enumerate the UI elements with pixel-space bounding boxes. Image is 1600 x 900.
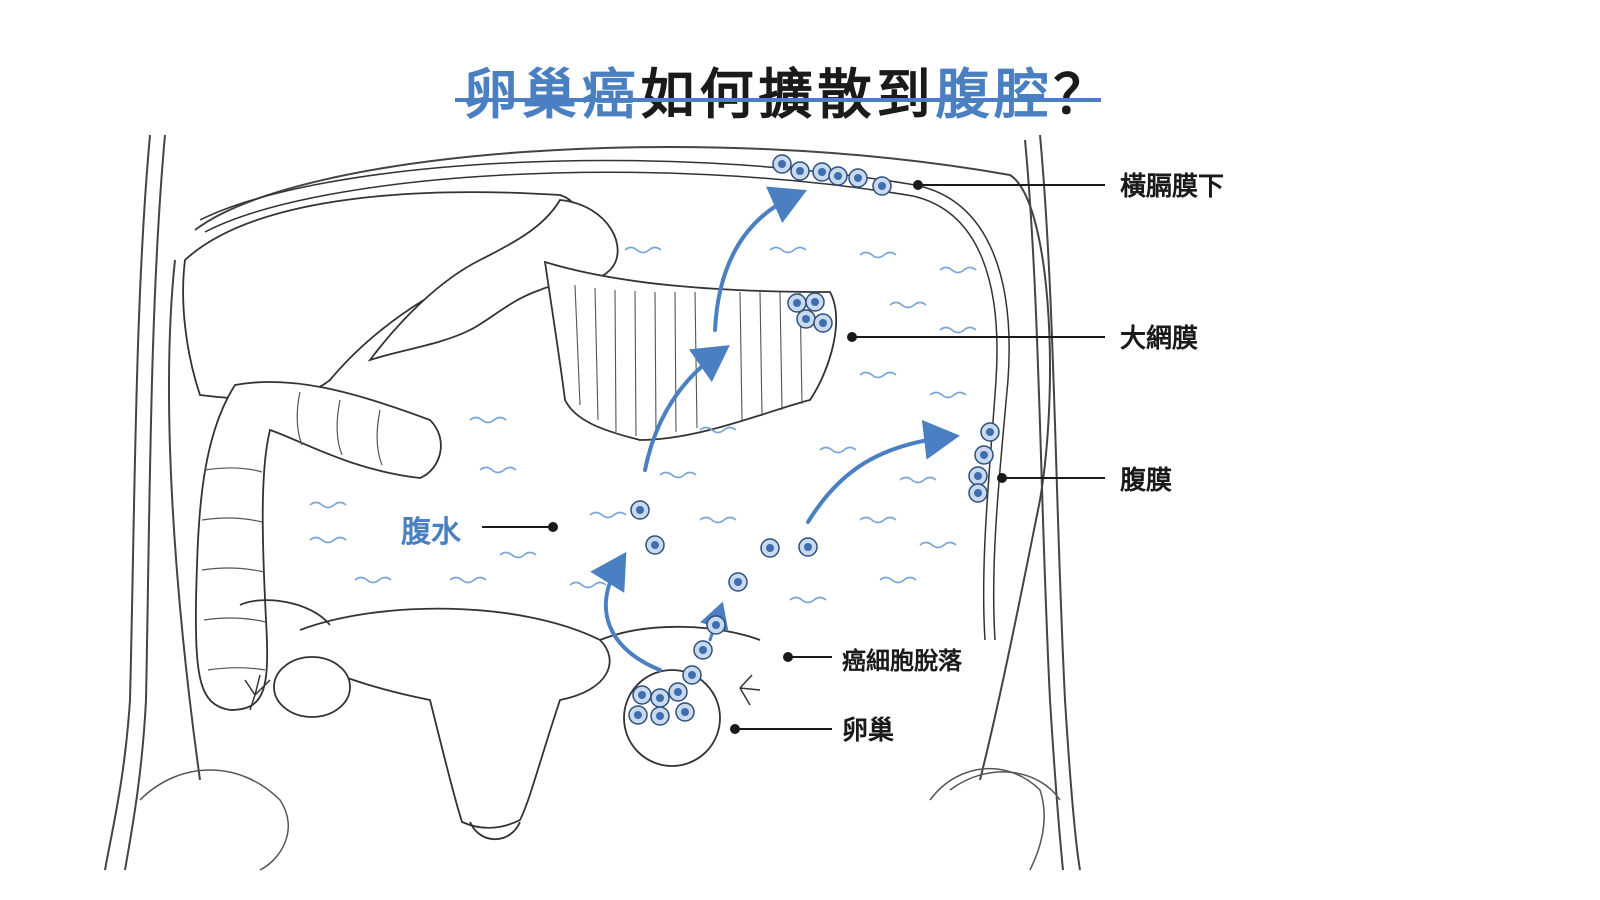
body-outline xyxy=(104,134,1081,871)
label-ascites: 腹水 xyxy=(401,515,461,550)
title-how-spread-to: 如何擴散到 xyxy=(640,63,936,127)
cancer-cells-diaphragm xyxy=(772,154,892,196)
arrow-omentum-to-diaphragm xyxy=(713,186,807,332)
arrow-to-peritoneum xyxy=(806,419,960,524)
page-title: 卵巢癌如何擴散到腹腔？ xyxy=(0,50,1576,129)
title-abdominal-cavity: 腹腔 xyxy=(935,63,1054,127)
title-ovarian-cancer: 卵巢癌 xyxy=(463,63,641,127)
peritoneum-lining xyxy=(199,159,1010,641)
label-subdiaphragm: 橫膈膜下 xyxy=(1120,172,1225,202)
label-omentum: 大網膜 xyxy=(1120,324,1199,354)
title-underline xyxy=(455,98,1101,102)
cancer-cells-floating xyxy=(630,500,818,660)
spread-arrows xyxy=(590,186,960,672)
leader-lines xyxy=(482,180,1105,734)
cancer-cells-peritoneum xyxy=(968,422,1000,503)
label-shedding: 癌細胞脫落 xyxy=(842,647,962,675)
ascites-waves xyxy=(309,246,977,604)
label-ovary: 卵巢 xyxy=(842,716,895,746)
arrow-ascites-to-omentum xyxy=(643,345,730,472)
title-question-mark: ？ xyxy=(1053,63,1113,127)
left-fimbriae xyxy=(244,674,271,711)
right-fimbriae xyxy=(739,674,761,706)
uterus xyxy=(239,599,761,840)
label-peritoneum: 腹膜 xyxy=(1120,466,1173,496)
arrow-ovary-to-ascites xyxy=(590,551,662,672)
left-ovary xyxy=(273,656,351,718)
stomach xyxy=(367,199,619,362)
colon xyxy=(194,381,442,711)
colon-haustra xyxy=(201,391,383,671)
greater-omentum xyxy=(543,260,837,441)
pelvis xyxy=(139,768,1061,871)
